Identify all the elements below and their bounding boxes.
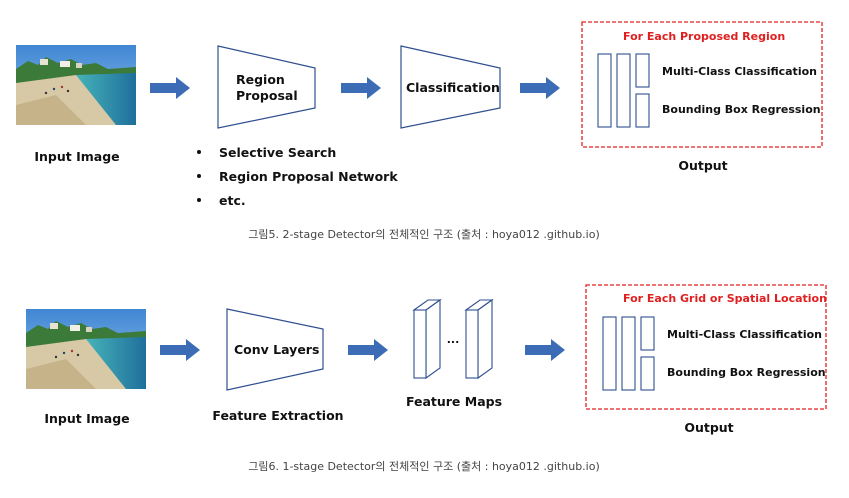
bottom-caption: 그림6. 1-stage Detector의 전체적인 구조 (출처 : hoy…: [248, 460, 600, 473]
list-item: Selective Search: [219, 145, 336, 160]
two-stage-diagram: Input Image Region Proposal Classificati…: [16, 21, 823, 241]
top-input-label: Input Image: [34, 149, 119, 164]
arrow-icon: [520, 77, 560, 99]
bottom-output-item-classification: Multi-Class Classification: [667, 328, 822, 341]
arrow-icon: [348, 339, 388, 361]
top-input-image: [16, 45, 136, 125]
top-output-title: For Each Proposed Region: [623, 30, 785, 43]
bottom-output-box: [585, 284, 827, 410]
bullet-icon: [197, 150, 201, 154]
feature-bar: [640, 356, 655, 391]
feature-bar: [640, 316, 655, 351]
top-output-box: [581, 21, 823, 148]
feature-map-block: [464, 298, 494, 380]
bottom-input-label: Input Image: [44, 411, 129, 426]
feature-bar: [635, 93, 650, 128]
arrow-icon: [525, 339, 565, 361]
feature-extraction-label: Feature Extraction: [212, 408, 343, 423]
region-proposal-trapezoid: [217, 45, 316, 129]
bottom-output-title: For Each Grid or Spatial Location: [623, 292, 827, 305]
region-proposal-label-line1: Region: [236, 72, 285, 87]
top-caption: 그림5. 2-stage Detector의 전체적인 구조 (출처 : hoy…: [248, 228, 600, 241]
region-proposal-label-line2: Proposal: [236, 88, 298, 103]
bottom-output-label: Output: [684, 420, 733, 435]
feature-bar: [621, 316, 636, 391]
conv-layers-trapezoid: [226, 308, 324, 391]
feature-map-block: [412, 298, 442, 380]
classification-label: Classification: [406, 80, 500, 95]
feature-bar: [616, 53, 631, 128]
feature-bar: [635, 53, 650, 88]
bullet-icon: [197, 174, 201, 178]
top-output-label: Output: [678, 158, 727, 173]
bottom-input-image: [26, 309, 146, 389]
feature-bar: [597, 53, 612, 128]
proposal-methods-list: Selective Search Region Proposal Network…: [197, 145, 398, 208]
list-item: Region Proposal Network: [219, 169, 398, 184]
arrow-icon: [150, 77, 190, 99]
arrow-icon: [160, 339, 200, 361]
arrow-icon: [341, 77, 381, 99]
feature-bar: [602, 316, 617, 391]
one-stage-diagram: Input Image Conv Layers Feature Extracti…: [26, 284, 827, 473]
top-output-item-regression: Bounding Box Regression: [662, 103, 821, 116]
top-output-item-classification: Multi-Class Classification: [662, 65, 817, 78]
bottom-output-item-regression: Bounding Box Regression: [667, 366, 826, 379]
feature-maps-label: Feature Maps: [406, 394, 502, 409]
list-item: etc.: [219, 193, 246, 208]
conv-layers-label: Conv Layers: [234, 342, 319, 357]
classification-trapezoid: [400, 45, 501, 129]
bullet-icon: [197, 198, 201, 202]
feature-maps-ellipsis: ...: [447, 333, 460, 346]
